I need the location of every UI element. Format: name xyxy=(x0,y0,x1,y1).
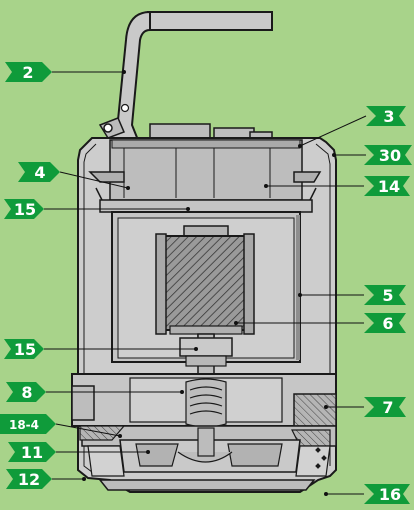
callout-11-label: 11 xyxy=(21,443,43,462)
leader-lines xyxy=(44,70,367,496)
motor-core xyxy=(155,225,255,337)
callout-2: 2 xyxy=(5,62,52,82)
shaft-bearing xyxy=(179,333,233,385)
callout-4: 4 xyxy=(18,162,60,182)
callout-15-bottom: 15 xyxy=(4,339,44,359)
callout-3-label: 3 xyxy=(383,107,394,126)
callout-7: 7 xyxy=(364,397,406,417)
callout-14-label: 14 xyxy=(378,177,400,196)
callout-16: 16 xyxy=(364,484,410,504)
pump-section xyxy=(71,373,337,428)
callout-5: 5 xyxy=(364,285,406,305)
callout-12-label: 12 xyxy=(18,470,40,489)
callout-3: 3 xyxy=(366,106,406,126)
callout-8: 8 xyxy=(6,382,46,402)
callout-14: 14 xyxy=(364,176,410,196)
callout-4-label: 4 xyxy=(34,163,45,182)
callout-8-label: 8 xyxy=(21,383,32,402)
callout-30: 30 xyxy=(364,145,412,165)
callout-15-bottom-label: 15 xyxy=(14,340,36,359)
callout-18-4-label: 18-4 xyxy=(9,418,39,432)
callout-2-label: 2 xyxy=(22,63,33,82)
callout-5-label: 5 xyxy=(382,286,393,305)
motor-top-chamber xyxy=(109,139,303,201)
callout-16-label: 16 xyxy=(379,485,401,504)
impeller-base xyxy=(79,425,337,491)
handle xyxy=(98,10,273,141)
callout-6-label: 6 xyxy=(382,314,393,333)
callout-12: 12 xyxy=(6,469,52,489)
callout-15-top: 15 xyxy=(4,199,44,219)
callout-30-label: 30 xyxy=(379,146,401,165)
callout-18-4: 18-4 xyxy=(0,414,56,434)
callout-7-label: 7 xyxy=(382,398,393,417)
callout-11: 11 xyxy=(8,442,56,462)
callout-15-top-label: 15 xyxy=(14,200,36,219)
callout-6: 6 xyxy=(364,313,406,333)
